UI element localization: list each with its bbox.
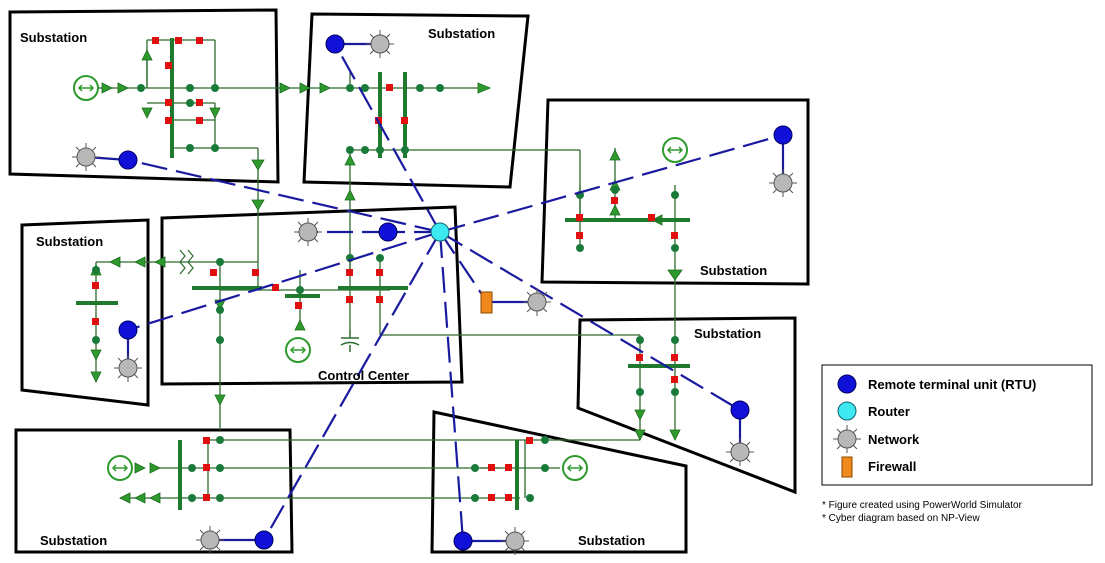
rtu-icon <box>773 125 793 145</box>
rtu-icon <box>254 530 274 550</box>
network-icon <box>769 169 797 197</box>
substation-label: Substation <box>694 326 761 341</box>
substation-label: Substation <box>428 26 495 41</box>
rtu-icon <box>837 374 857 394</box>
network-icon <box>72 143 100 171</box>
control-center-box <box>160 205 464 386</box>
legend-rtu-label: Remote terminal unit (RTU) <box>868 377 1036 392</box>
legend: Remote terminal unit (RTU) Router Networ… <box>821 364 1093 486</box>
rtu-icon <box>730 400 750 420</box>
rtu-icon <box>118 320 138 340</box>
breakers <box>92 37 678 501</box>
rtu-icon <box>118 150 138 170</box>
region-boxes <box>8 8 810 554</box>
bus-nodes <box>92 84 679 502</box>
substation-box-left <box>20 218 150 407</box>
firewall-icon <box>841 456 853 478</box>
buses <box>76 38 690 510</box>
substation-label: Substation <box>20 30 87 45</box>
substation-box-bottom-left <box>14 428 294 554</box>
rtu-icon <box>453 531 473 551</box>
substation-label: Substation <box>36 234 103 249</box>
flow-arrows <box>90 49 683 504</box>
substation-box-right-lower <box>576 316 797 495</box>
rtu-nodes <box>118 34 793 551</box>
network-nodes <box>72 30 797 555</box>
network-icon <box>501 527 529 555</box>
network-icon <box>366 30 394 58</box>
network-icon <box>294 218 322 246</box>
substation-box-right <box>540 98 810 286</box>
substation-label: Substation <box>700 263 767 278</box>
control-center-label: Control Center <box>318 368 409 383</box>
rtu-icon <box>325 34 345 54</box>
network-icon <box>726 438 754 466</box>
network-icon <box>833 425 861 453</box>
legend-network-label: Network <box>868 432 920 447</box>
capacitor-icon <box>340 330 360 352</box>
firewall-icon <box>480 291 493 314</box>
legend-router-label: Router <box>868 404 910 419</box>
transformer-icon <box>179 249 194 275</box>
substation-box-top-left <box>8 8 280 184</box>
substation-box-top-center <box>302 12 530 189</box>
substation-box-bottom-center <box>430 410 688 554</box>
network-icon <box>114 354 142 382</box>
note-powerworld: * Figure created using PowerWorld Simula… <box>822 500 1023 511</box>
router-icon <box>430 222 450 242</box>
substation-label: Substation <box>40 533 107 548</box>
router-icon <box>837 401 857 421</box>
rtu-icon <box>378 222 398 242</box>
network-icon <box>523 288 551 316</box>
network-icon <box>196 526 224 554</box>
legend-firewall-label: Firewall <box>868 459 916 474</box>
substation-label: Substation <box>578 533 645 548</box>
note-npview: * Cyber diagram based on NP-View <box>822 513 980 524</box>
